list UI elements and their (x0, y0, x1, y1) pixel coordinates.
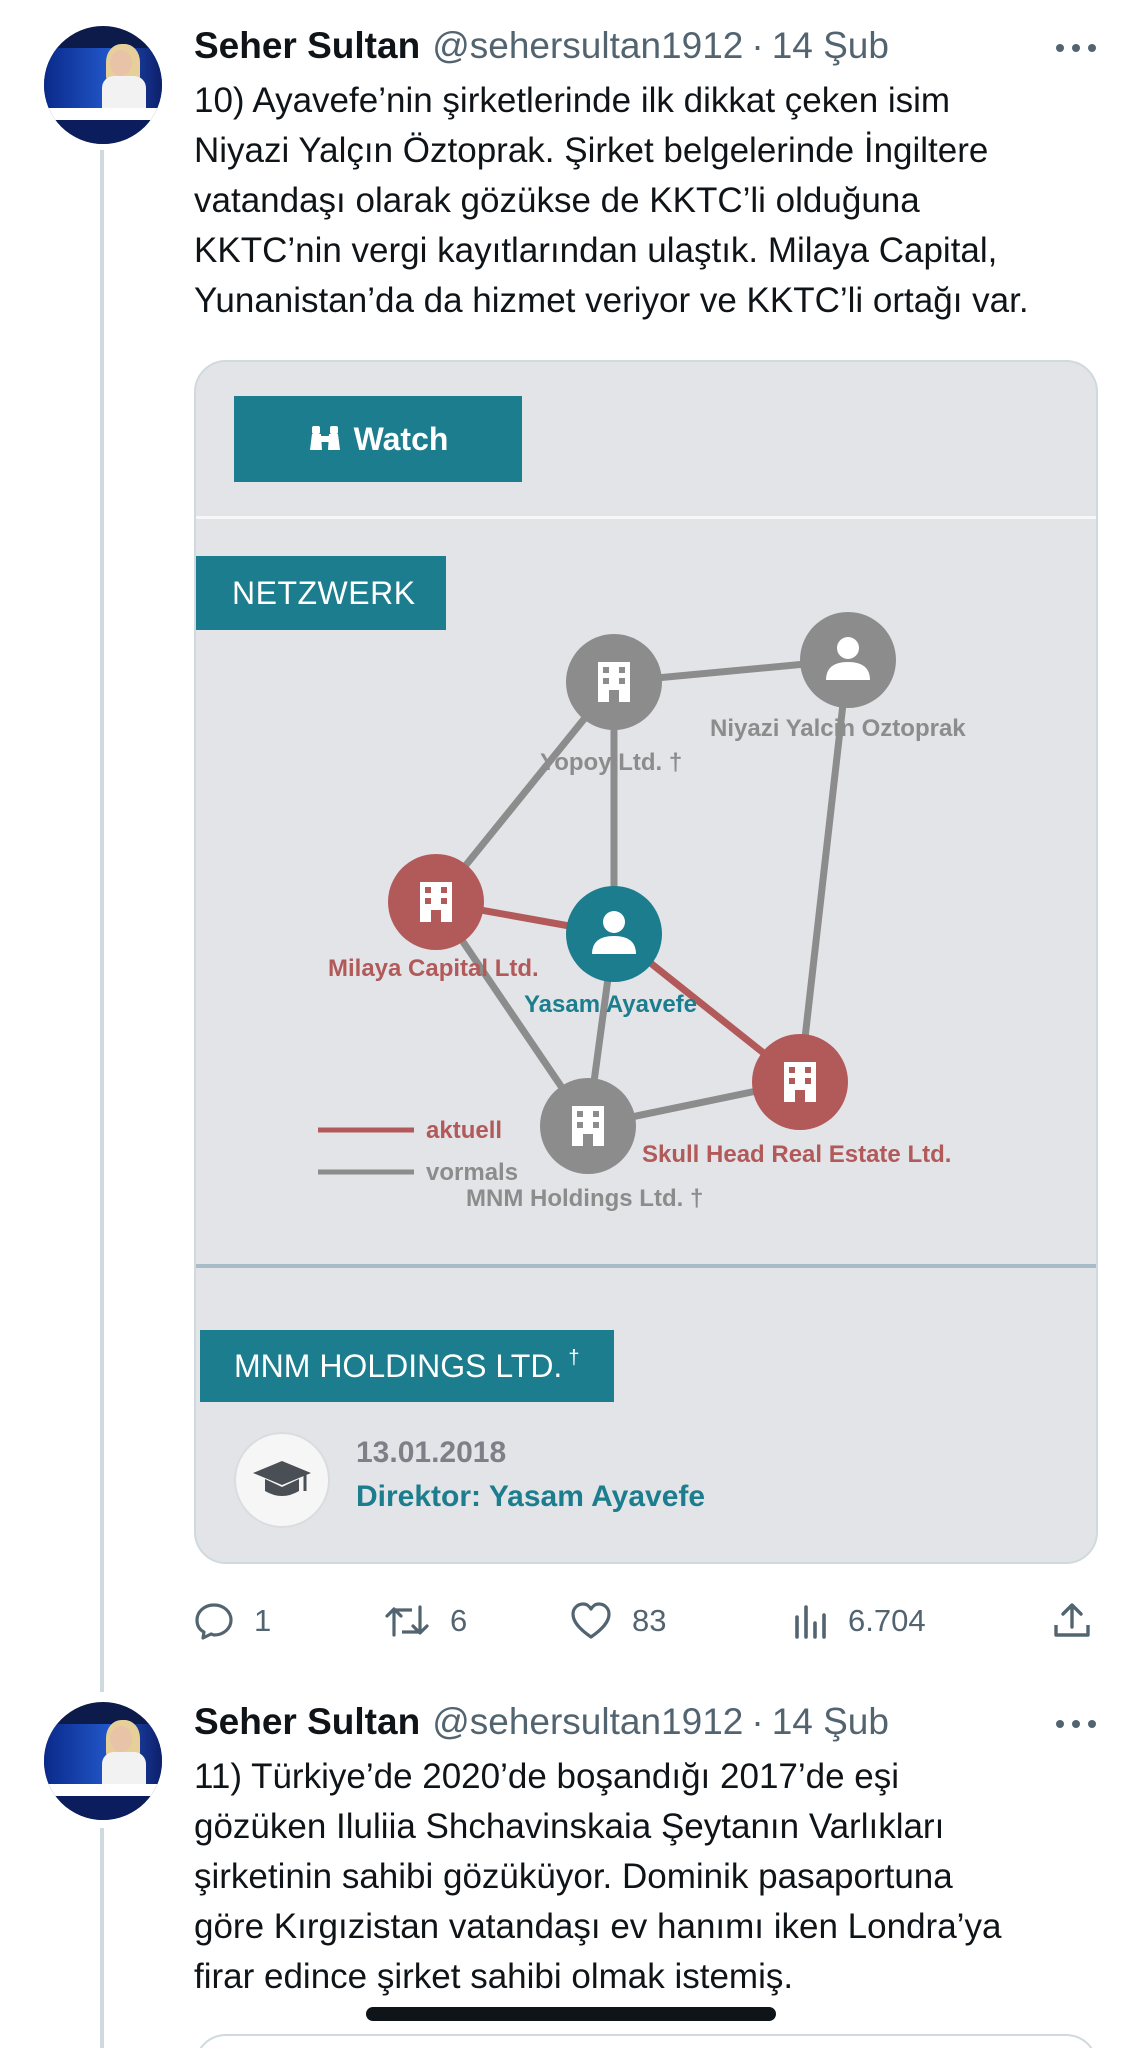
node-label-yopoy: Yopoy Ltd. † (540, 749, 682, 776)
like-button[interactable]: 83 (570, 1596, 666, 1646)
author-name[interactable]: Seher Sultan (194, 1701, 421, 1742)
tweet-text-line: firar edince şirket sahibi olmak istemiş… (194, 1957, 794, 1996)
section-divider (196, 1264, 1096, 1268)
node-label-niyazi: Niyazi Yalcin Oztoprak (710, 715, 966, 742)
company-tab-label: MNM HOLDINGS LTD. (234, 1347, 563, 1384)
tweet-actions: 1 6 83 6.704 (194, 1596, 1098, 1646)
reply-icon (195, 1603, 233, 1640)
views-icon (795, 1605, 826, 1639)
node-mnm (540, 1078, 636, 1174)
watch-button: Watch (234, 396, 522, 482)
network-tab: NETZWERK (196, 556, 446, 630)
node-niyazi (800, 612, 896, 708)
tweet-media-image[interactable] (194, 2034, 1098, 2048)
graduation-cap-icon (234, 1432, 330, 1528)
company-tab: MNM HOLDINGS LTD.† (200, 1330, 614, 1402)
home-indicator[interactable] (366, 2007, 776, 2021)
tweet-text-line: göre Kırgızistan vatandaşı ev hanımı ike… (194, 1907, 1002, 1946)
tweet-text-line: gözüken Iluliia Shchavinskaia Şeytanın V… (194, 1807, 945, 1846)
reply-count: 1 (254, 1603, 272, 1638)
share-icon (1054, 1603, 1090, 1637)
edge-niyazi-skull (796, 659, 852, 1083)
heart-icon (571, 1602, 611, 1639)
tweet-text-line: 10) Ayavefe’nin şirketlerinde ilk dikkat… (194, 81, 951, 120)
separator: · (751, 25, 764, 66)
node-skull (752, 1034, 848, 1130)
tweet-text-line: Niyazi Yalçın Öztoprak. Şirket belgeleri… (194, 131, 989, 170)
entry-date: 13.01.2018 (356, 1436, 507, 1469)
retweet-count: 6 (450, 1603, 468, 1638)
tweet-text-line: KKTC’nin vergi kayıtlarından ulaştık. Mi… (194, 231, 998, 270)
tweet-text: 11) Türkiye’de 2020’de boşandığı 2017’de… (194, 1752, 1114, 2002)
node-label-skull: Skull Head Real Estate Ltd. (642, 1141, 951, 1168)
node-label-milaya: Milaya Capital Ltd. (328, 955, 539, 982)
deceased-mark: † (568, 1346, 580, 1369)
entry-role: Direktor: Yasam Ayavefe (356, 1480, 706, 1513)
tweet-date[interactable]: 14 Şub (771, 25, 889, 66)
retweet-icon (385, 1605, 429, 1637)
tweet-text-line: şirketinin sahibi gözüküyor. Dominik pas… (194, 1857, 953, 1896)
tweet-header: Seher Sultan @sehersultan1912 · 14 Şub (194, 24, 889, 68)
tweet-header: Seher Sultan @sehersultan1912 · 14 Şub (194, 1700, 889, 1744)
tweet-text-line: 11) Türkiye’de 2020’de boşandığı 2017’de… (194, 1757, 900, 1796)
binoculars-icon (309, 426, 340, 450)
retweet-button[interactable]: 6 (384, 1596, 467, 1646)
author-handle[interactable]: @sehersultan1912 (432, 1701, 744, 1742)
author-handle[interactable]: @sehersultan1912 (432, 25, 744, 66)
reply-button[interactable]: 1 (194, 1596, 271, 1646)
legend-current-label: aktuell (426, 1117, 502, 1144)
tweet-text-line: Yunanistan’da da hizmet veriyor ve KKTC’… (194, 281, 1029, 320)
avatar[interactable] (44, 26, 162, 144)
node-label-mnm: MNM Holdings Ltd. † (466, 1185, 703, 1212)
more-options-icon[interactable] (1056, 38, 1096, 58)
thread-connector-line (100, 150, 104, 1692)
tweet-text-line: vatandaşı olarak gözükse de KKTC’li oldu… (194, 181, 920, 220)
tweet-date[interactable]: 14 Şub (771, 1701, 889, 1742)
node-yasam (566, 886, 662, 982)
section-divider (196, 516, 1096, 519)
author-name[interactable]: Seher Sultan (194, 25, 421, 66)
more-options-icon[interactable] (1056, 1714, 1096, 1734)
views-button[interactable]: 6.704 (792, 1596, 926, 1646)
view-count: 6.704 (848, 1603, 926, 1638)
network-graph: Yopoy Ltd. † Niyazi Yalcin Oztoprak Mila… (318, 612, 966, 1212)
thread-connector-line (100, 1828, 104, 2048)
separator: · (751, 1701, 764, 1742)
avatar[interactable] (44, 1702, 162, 1820)
tweet-text: 10) Ayavefe’nin şirketlerinde ilk dikkat… (194, 76, 1114, 326)
legend-former-label: vormals (426, 1159, 518, 1186)
like-count: 83 (632, 1603, 667, 1638)
share-button[interactable] (1052, 1596, 1112, 1646)
tweet-media-image[interactable]: Watch NETZWERK (194, 360, 1098, 1564)
watch-label: Watch (353, 420, 449, 457)
node-label-yasam: Yasam Ayavefe (524, 991, 697, 1018)
node-yopoy (566, 634, 662, 730)
node-milaya (388, 854, 484, 950)
